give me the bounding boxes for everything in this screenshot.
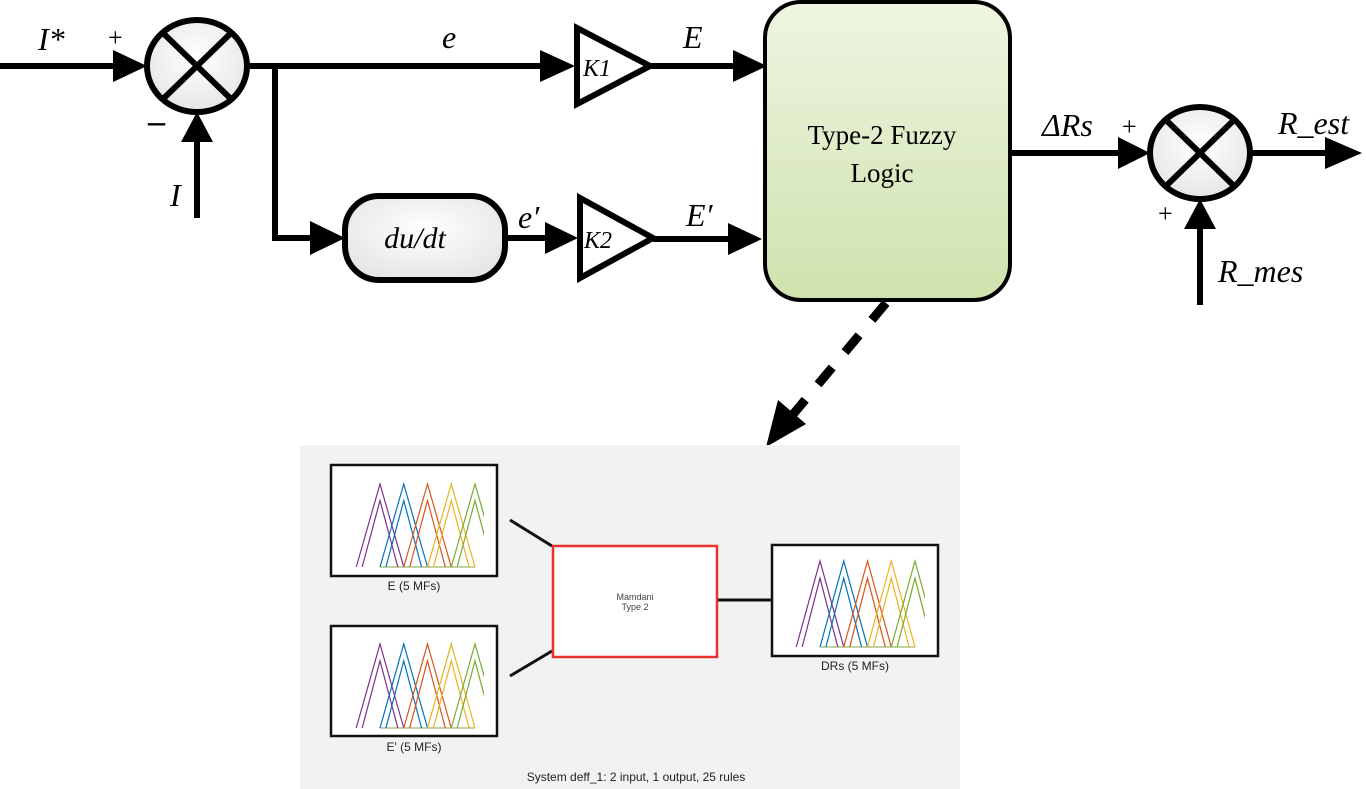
gain2-label: K2 (583, 228, 612, 254)
membership-function (379, 481, 429, 568)
input-meas-signal: I (169, 112, 213, 218)
arrowhead-icon (728, 223, 762, 255)
membership-function (403, 641, 452, 729)
fuzzy-block-subtitle: Logic (851, 158, 914, 188)
input-meas-label: I (169, 177, 182, 213)
mamdani-engine-block[interactable] (551, 544, 719, 659)
arrowhead-icon (1325, 137, 1362, 169)
membership-function (379, 641, 429, 729)
scaled-error-derivative-label: E′ (685, 197, 714, 233)
output-mf-curves (795, 558, 925, 648)
input-ref-label: I* (37, 21, 65, 57)
summing-junction-1 (144, 17, 250, 115)
membership-function (403, 481, 452, 568)
engine-line2: Type 2 (621, 602, 648, 612)
fis-panel: E (5 MFs) E' (5 MFs) Mamdani Type 2 DRs … (300, 445, 960, 789)
output-label-fis: DRs (5 MFs) (821, 659, 889, 673)
input1-label: E (5 MFs) (388, 579, 441, 593)
engine-line1: Mamdani (616, 592, 653, 602)
fis-summary: System deff_1: 2 input, 1 output, 25 rul… (527, 770, 746, 784)
input2-mf-curves (355, 641, 484, 729)
input2-label: E' (5 MFs) (387, 740, 442, 754)
arrowhead-icon (733, 50, 767, 82)
fuzzy-output-label: ΔRs (1040, 107, 1093, 143)
summing-junction-2 (1147, 104, 1253, 202)
dashed-link (786, 300, 890, 421)
output-label: R_est (1277, 105, 1350, 141)
membership-function (450, 641, 484, 729)
gain-k2: K2 (577, 192, 660, 284)
membership-function (896, 575, 925, 648)
derivative-block: du/dt (342, 193, 508, 283)
sum1-minus-sign: – (147, 103, 166, 140)
arrowhead-icon (113, 50, 147, 82)
arrowhead-icon (540, 50, 575, 82)
sum1-plus-sign: + (108, 23, 123, 52)
gain-k1: K1 (574, 23, 657, 109)
membership-function (426, 481, 476, 568)
membership-function (866, 558, 916, 648)
sum2-plus-bottom: + (1158, 199, 1173, 228)
membership-function (355, 481, 405, 568)
membership-function (795, 558, 845, 648)
input1-mf-curves (355, 481, 484, 568)
arrowhead-icon (1184, 199, 1216, 229)
membership-function (450, 481, 484, 568)
arrowhead-icon (545, 222, 578, 254)
error-derivative-label: e′ (518, 199, 540, 235)
arrowhead-icon (1118, 137, 1150, 169)
derivative-label: du/dt (384, 222, 446, 255)
sum2-plus-top: + (1122, 112, 1137, 141)
scaled-error-label: E (682, 19, 703, 55)
gain1-label: K1 (582, 56, 611, 82)
error-label: e (442, 19, 456, 55)
type2-fuzzy-logic-block: Type-2 Fuzzy Logic (763, 0, 1012, 302)
membership-function (890, 558, 925, 648)
arrowhead-icon (766, 400, 806, 447)
arrowhead-icon (310, 221, 345, 255)
membership-function (819, 558, 869, 648)
input-ref-signal: I* + (0, 21, 147, 82)
membership-function (843, 558, 892, 648)
fuzzy-block-title: Type-2 Fuzzy (808, 120, 957, 150)
membership-function (426, 641, 476, 729)
arrowhead-icon (181, 112, 213, 142)
measured-resistance-label: R_mes (1217, 253, 1303, 289)
membership-function (355, 641, 405, 729)
membership-function (456, 498, 484, 568)
membership-function (456, 658, 484, 729)
